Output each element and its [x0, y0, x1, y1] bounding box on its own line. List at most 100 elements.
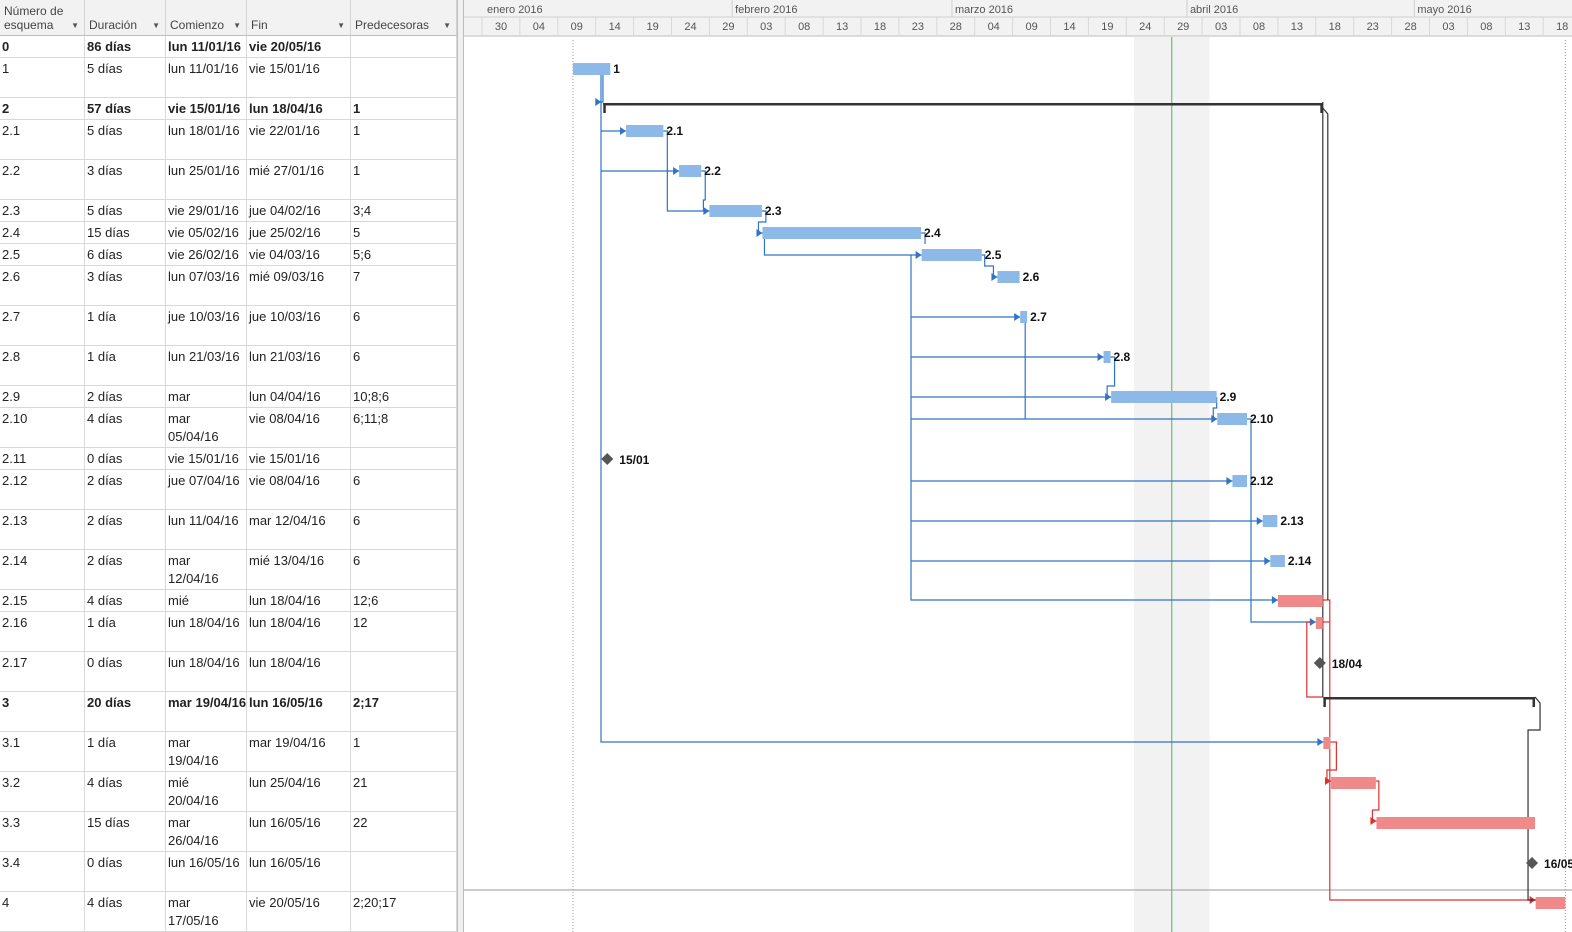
cell-dur[interactable]: 1 día [85, 346, 166, 385]
cell-num[interactable]: 2.14 [0, 550, 85, 589]
cell-end[interactable]: jue 10/03/16 [247, 306, 351, 345]
cell-pred[interactable]: 5 [351, 222, 457, 243]
cell-num[interactable]: 2.3 [0, 200, 85, 221]
cell-start[interactable]: vie 05/02/16 [166, 222, 247, 243]
cell-start[interactable]: lun 07/03/16 [166, 266, 247, 305]
cell-num[interactable]: 3.3 [0, 812, 85, 851]
cell-num[interactable]: 1 [0, 58, 85, 97]
cell-pred[interactable]: 21 [351, 772, 457, 811]
cell-end[interactable]: vie 20/05/16 [247, 36, 351, 57]
cell-start[interactable]: lun 18/04/16 [166, 612, 247, 651]
cell-end[interactable]: vie 15/01/16 [247, 58, 351, 97]
cell-end[interactable]: mar 19/04/16 [247, 732, 351, 771]
column-header-end[interactable]: Fin▼ [247, 0, 351, 36]
cell-dur[interactable]: 2 días [85, 470, 166, 509]
cell-num[interactable]: 2.8 [0, 346, 85, 385]
cell-dur[interactable]: 6 días [85, 244, 166, 265]
cell-start[interactable]: lun 18/04/16 [166, 652, 247, 691]
cell-dur[interactable]: 20 días [85, 692, 166, 731]
cell-end[interactable]: vie 08/04/16 [247, 408, 351, 447]
cell-num[interactable]: 3.1 [0, 732, 85, 771]
cell-dur[interactable]: 0 días [85, 448, 166, 469]
cell-start[interactable]: lun 11/01/16 [166, 58, 247, 97]
cell-start[interactable]: mar 17/05/16 [166, 892, 247, 931]
cell-end[interactable]: mié 13/04/16 [247, 550, 351, 589]
cell-start[interactable]: vie 26/02/16 [166, 244, 247, 265]
cell-dur[interactable]: 3 días [85, 266, 166, 305]
cell-end[interactable]: lun 18/04/16 [247, 652, 351, 691]
cell-num[interactable]: 2.6 [0, 266, 85, 305]
cell-end[interactable]: mié 09/03/16 [247, 266, 351, 305]
filter-dropdown-icon[interactable]: ▼ [443, 21, 451, 30]
cell-pred[interactable]: 1 [351, 120, 457, 159]
cell-pred[interactable] [351, 58, 457, 97]
cell-dur[interactable]: 5 días [85, 58, 166, 97]
cell-start[interactable]: mié 13/04/16 [166, 590, 247, 611]
cell-num[interactable]: 3.2 [0, 772, 85, 811]
cell-dur[interactable]: 15 días [85, 222, 166, 243]
cell-dur[interactable]: 2 días [85, 510, 166, 549]
cell-end[interactable]: lun 16/05/16 [247, 692, 351, 731]
cell-dur[interactable]: 4 días [85, 892, 166, 931]
cell-dur[interactable]: 0 días [85, 652, 166, 691]
cell-pred[interactable] [351, 448, 457, 469]
cell-pred[interactable]: 2;17 [351, 692, 457, 731]
cell-num[interactable]: 2.13 [0, 510, 85, 549]
cell-end[interactable]: lun 25/04/16 [247, 772, 351, 811]
column-header-num[interactable]: Número de esquema▼ [0, 0, 85, 36]
column-header-start[interactable]: Comienzo▼ [166, 0, 247, 36]
cell-pred[interactable]: 6 [351, 306, 457, 345]
cell-pred[interactable]: 6 [351, 470, 457, 509]
cell-pred[interactable]: 10;8;6 [351, 386, 457, 407]
cell-dur[interactable]: 4 días [85, 408, 166, 447]
cell-pred[interactable] [351, 852, 457, 891]
cell-end[interactable]: jue 25/02/16 [247, 222, 351, 243]
cell-dur[interactable]: 1 día [85, 732, 166, 771]
cell-start[interactable]: mar 19/04/16 [166, 692, 247, 731]
cell-dur[interactable]: 5 días [85, 200, 166, 221]
cell-num[interactable]: 2.1 [0, 120, 85, 159]
cell-dur[interactable]: 15 días [85, 812, 166, 851]
cell-start[interactable]: lun 11/01/16 [166, 36, 247, 57]
cell-pred[interactable]: 2;20;17 [351, 892, 457, 931]
cell-start[interactable]: mar 12/04/16 [166, 550, 247, 589]
cell-end[interactable]: lun 16/05/16 [247, 852, 351, 891]
column-header-pred[interactable]: Predecesoras▼ [351, 0, 457, 36]
cell-pred[interactable]: 6 [351, 510, 457, 549]
column-header-dur[interactable]: Duración▼ [85, 0, 166, 36]
cell-pred[interactable] [351, 36, 457, 57]
cell-start[interactable]: vie 15/01/16 [166, 448, 247, 469]
cell-dur[interactable]: 1 día [85, 306, 166, 345]
cell-num[interactable]: 2.17 [0, 652, 85, 691]
cell-dur[interactable]: 57 días [85, 98, 166, 119]
cell-num[interactable]: 2.2 [0, 160, 85, 199]
view-splitter[interactable] [457, 0, 464, 932]
cell-num[interactable]: 2.15 [0, 590, 85, 611]
cell-start[interactable]: mar 22/03/16 [166, 386, 247, 407]
cell-pred[interactable]: 12;6 [351, 590, 457, 611]
cell-start[interactable]: jue 07/04/16 [166, 470, 247, 509]
filter-dropdown-icon[interactable]: ▼ [152, 21, 160, 30]
cell-end[interactable]: lun 18/04/16 [247, 98, 351, 119]
cell-num[interactable]: 2.9 [0, 386, 85, 407]
cell-num[interactable]: 2.11 [0, 448, 85, 469]
cell-pred[interactable]: 1 [351, 98, 457, 119]
cell-dur[interactable]: 3 días [85, 160, 166, 199]
cell-num[interactable]: 0 [0, 36, 85, 57]
